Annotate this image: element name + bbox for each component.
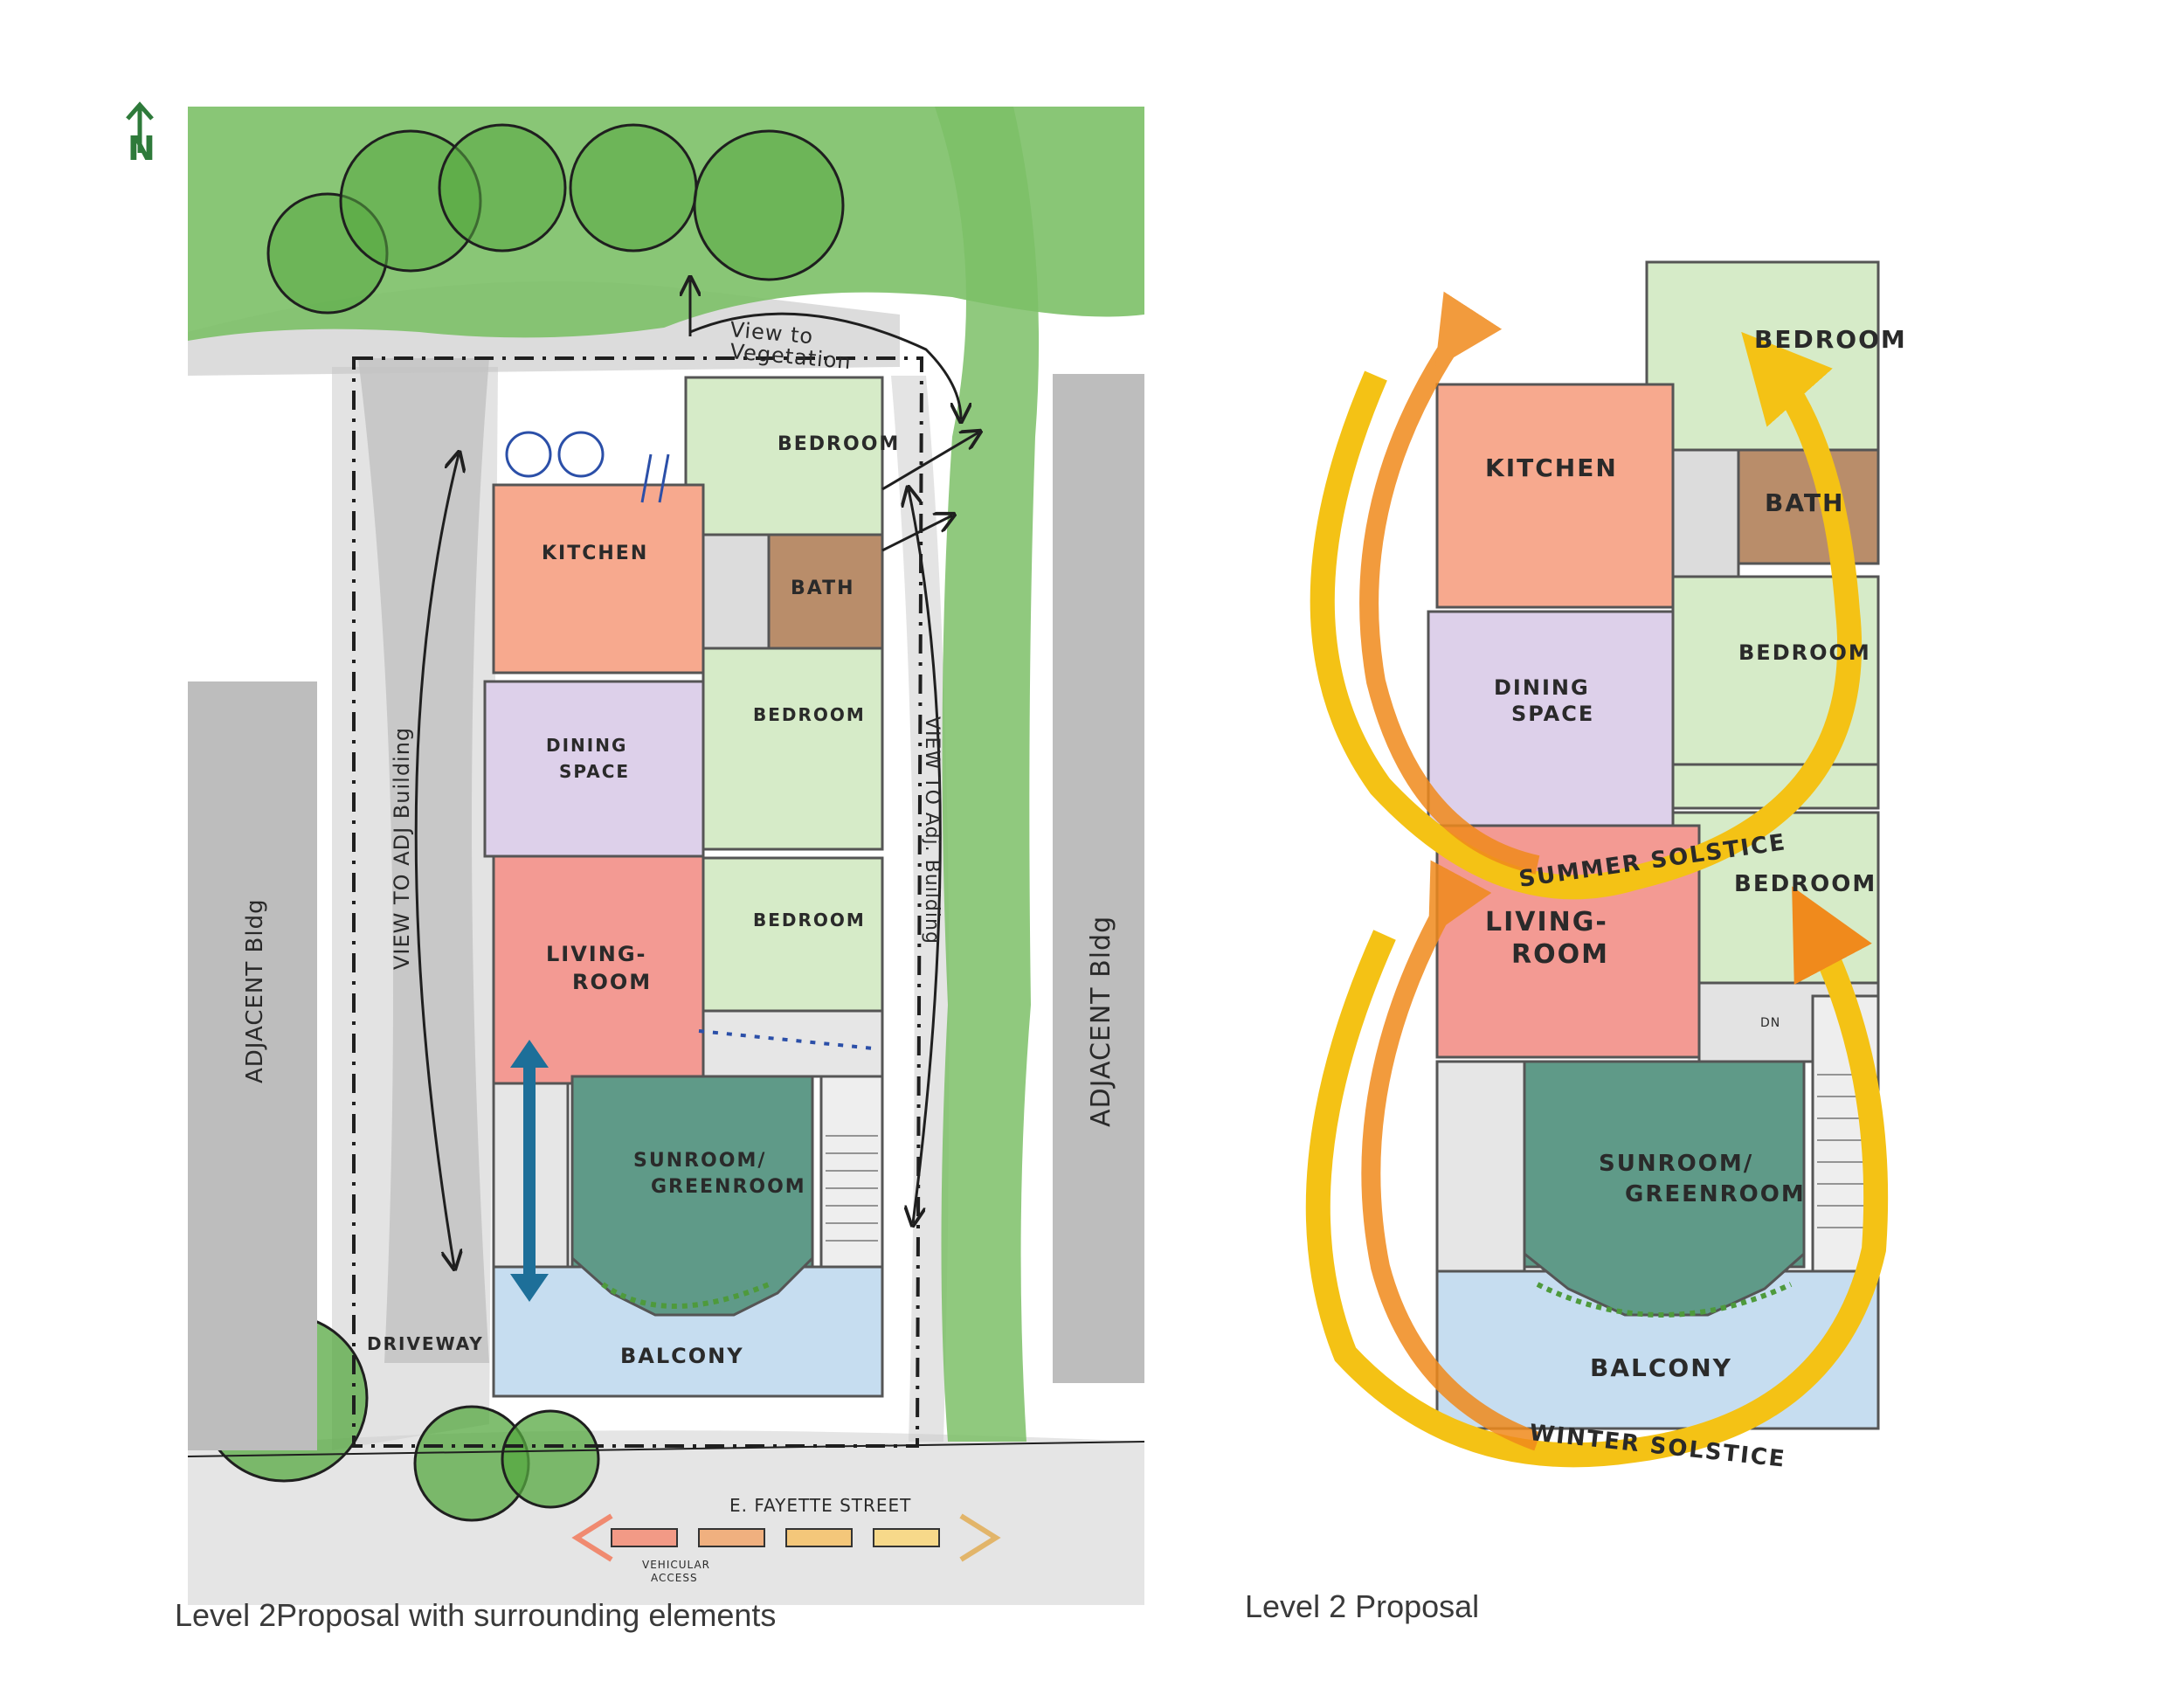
entry-indicator-top	[640, 453, 670, 503]
entry-indicator-stair	[698, 1029, 874, 1050]
street-line	[187, 1441, 1145, 1457]
street-arrow	[571, 1513, 1001, 1562]
label-r-dn: DN	[1760, 1016, 1780, 1030]
room-stair-area	[702, 1009, 884, 1078]
room-kitchen	[492, 483, 705, 675]
tree-8	[501, 1409, 600, 1509]
view-arrow-east-2	[881, 515, 952, 552]
note-view-adjacent-left: VIEW TO ADJ Building	[390, 727, 414, 970]
site-plan-left: ADJACENT Bldg ADJACENT Bldg	[187, 107, 1145, 1605]
label-bedroom-top: BEDROOM	[778, 433, 900, 455]
right-rooms	[1427, 260, 1880, 1430]
label-r-dining-line1: DINING	[1494, 675, 1590, 700]
room-bedroom-middle	[702, 647, 884, 851]
north-label: N	[128, 129, 156, 168]
circulation-arrow	[510, 1040, 549, 1302]
label-r-living-line2: ROOM	[1511, 939, 1609, 970]
room-r-kitchen	[1435, 383, 1675, 609]
note-vehicular-2: ACCESS	[651, 1572, 698, 1584]
label-r-dining-line2: SPACE	[1511, 702, 1594, 726]
adjacent-building-right-label: ADJACENT Bldg	[1086, 916, 1116, 1127]
label-balcony: BALCONY	[620, 1344, 744, 1368]
label-r-bedroom-2: BEDROOM	[1738, 640, 1871, 665]
label-living-line2: ROOM	[572, 970, 652, 994]
tree-3	[438, 123, 567, 253]
adjacent-building-left	[188, 681, 317, 1450]
view-arc-left	[414, 454, 459, 1267]
label-r-kitchen: KITCHEN	[1485, 453, 1618, 482]
room-r-bedroom-top	[1645, 260, 1880, 452]
winter-solstice-arc-yellow	[1305, 886, 1889, 1468]
hvac-unit-1	[505, 431, 552, 478]
grey-wash-left	[332, 367, 498, 1450]
view-arc-right	[909, 489, 942, 1223]
label-r-living-line1: LIVING-	[1485, 907, 1608, 937]
view-arrow-east-1	[881, 432, 978, 491]
winter-solstice-arc-orange	[1361, 860, 1541, 1451]
label-sunroom-line1: SUNROOM/	[633, 1150, 766, 1172]
balcony-planter-right	[1536, 1282, 1793, 1318]
room-bedroom-top	[684, 376, 884, 536]
room-sunroom	[570, 1075, 814, 1275]
balcony-planter-left	[601, 1282, 771, 1309]
label-r-bath: BATH	[1765, 488, 1844, 517]
note-driveway: DRIVEWAY	[367, 1333, 484, 1354]
label-dining-line1: DINING	[546, 735, 627, 756]
sunroom-bay-right	[1524, 1252, 1805, 1317]
label-r-bedroom-3: BEDROOM	[1734, 871, 1876, 897]
label-bedroom-middle: BEDROOM	[753, 704, 866, 725]
label-dining-line2: SPACE	[559, 761, 630, 782]
left-rooms	[483, 376, 884, 1398]
note-view-adjacent-right: VIEW TO Adj. Building	[921, 716, 943, 944]
adjacent-building-right	[1053, 374, 1144, 1383]
room-dining	[483, 680, 705, 858]
adjacent-building-left-label: ADJACENT Bldg	[242, 898, 268, 1083]
room-stairs	[819, 1075, 884, 1269]
room-r-sunroom	[1523, 1060, 1806, 1269]
tree-4	[569, 123, 698, 253]
label-r-sunroom-line2: GREENROOM	[1625, 1181, 1806, 1207]
label-living-line1: LIVING-	[546, 942, 646, 966]
caption-right: Level 2 Proposal	[1245, 1588, 1480, 1624]
label-kitchen: KITCHEN	[542, 543, 648, 564]
stair-treads-left	[826, 1135, 878, 1242]
summer-solstice-arc-orange	[1359, 291, 1540, 875]
room-r-corridor	[1435, 1060, 1526, 1273]
north-arrow: N	[126, 101, 156, 168]
note-vehicular-1: VEHICULAR	[642, 1559, 710, 1571]
label-r-bedroom-top: BEDROOM	[1754, 325, 1907, 354]
caption-left: Level 2Proposal with surrounding element…	[175, 1597, 777, 1633]
note-street: E. FAYETTE STREET	[729, 1495, 911, 1516]
summer-solstice-arc-yellow	[1310, 331, 1863, 900]
hvac-unit-2	[557, 431, 605, 478]
label-bedroom-lower: BEDROOM	[753, 910, 866, 930]
label-sunroom-line2: GREENROOM	[651, 1176, 806, 1198]
room-r-bath	[1737, 448, 1880, 565]
room-bedroom-lower	[702, 856, 884, 1013]
label-r-sunroom-line1: SUNROOM/	[1599, 1151, 1753, 1177]
tree-cluster-top	[266, 123, 845, 315]
label-r-balcony: BALCONY	[1590, 1353, 1732, 1382]
tree-5	[693, 129, 845, 281]
label-bath: BATH	[791, 578, 855, 599]
floor-plan-right: BEDROOM KITCHEN BATH BEDROOM DINING SPAC…	[1305, 260, 1907, 1473]
view-arc-vegetation	[689, 312, 961, 419]
